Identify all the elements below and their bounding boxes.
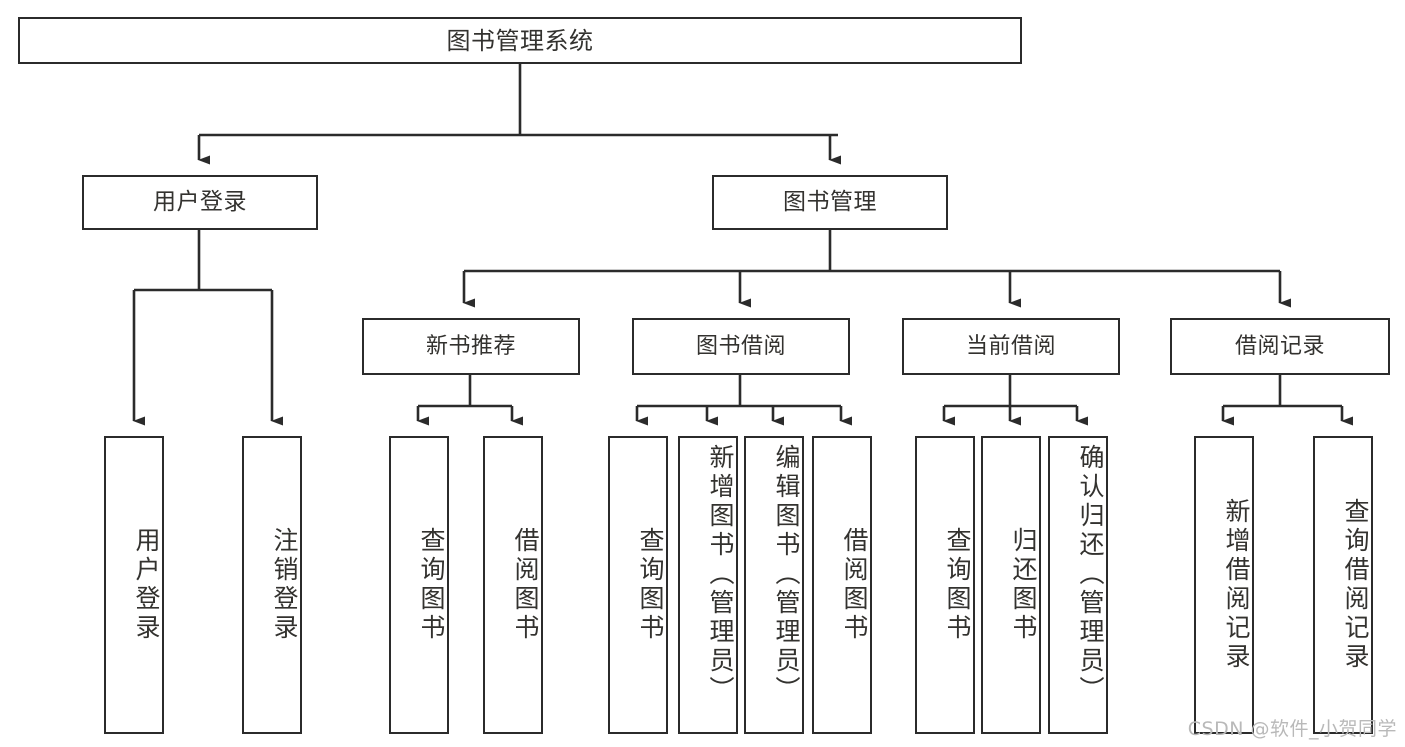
leaf-record-add-record[interactable]: 新增借阅记录 xyxy=(1194,436,1254,734)
leaf-newbook-borrow-book[interactable]: 借阅图书 xyxy=(483,436,543,734)
leaf-newbook-query-book[interactable]: 查询图书 xyxy=(389,436,449,734)
leaf-current-query-book[interactable]: 查询图书 xyxy=(915,436,975,734)
watermark-text: CSDN @软件_小贺同学 xyxy=(1187,718,1397,740)
node-user-login[interactable]: 用户登录 xyxy=(82,175,318,230)
leaf-user-login-signin[interactable]: 用户登录 xyxy=(104,436,164,734)
node-new-book-recommend[interactable]: 新书推荐 xyxy=(362,318,580,375)
leaf-current-return-book[interactable]: 归还图书 xyxy=(981,436,1041,734)
leaf-current-confirm-return-admin[interactable]: 确认归还（管理员） xyxy=(1048,436,1108,734)
node-current-borrow[interactable]: 当前借阅 xyxy=(902,318,1120,375)
leaf-record-query-record[interactable]: 查询借阅记录 xyxy=(1313,436,1373,734)
leaf-borrow-edit-book-admin[interactable]: 编辑图书（管理员） xyxy=(744,436,804,734)
leaf-borrow-borrow-book[interactable]: 借阅图书 xyxy=(812,436,872,734)
leaf-borrow-query-book[interactable]: 查询图书 xyxy=(608,436,668,734)
node-book-borrow[interactable]: 图书借阅 xyxy=(632,318,850,375)
leaf-user-login-signout[interactable]: 注销登录 xyxy=(242,436,302,734)
leaf-borrow-add-book-admin[interactable]: 新增图书（管理员） xyxy=(678,436,738,734)
node-borrow-record[interactable]: 借阅记录 xyxy=(1170,318,1390,375)
node-book-management[interactable]: 图书管理 xyxy=(712,175,948,230)
node-root-system[interactable]: 图书管理系统 xyxy=(18,17,1022,64)
